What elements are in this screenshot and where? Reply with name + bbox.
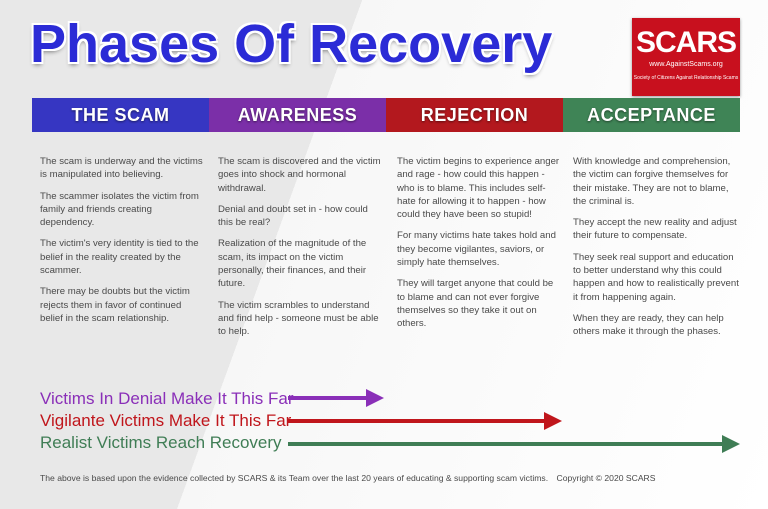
paragraph: They seek real support and education to … <box>573 251 739 303</box>
phase-descriptions: The scam is underway and the victims is … <box>40 155 740 375</box>
journey-label-vigilante: Vigilante Victims Make It This Far <box>40 411 292 430</box>
arrow-shaft <box>288 396 368 400</box>
paragraph: For many victims hate takes hold and the… <box>397 230 556 269</box>
arrow-shaft <box>288 442 724 446</box>
phase-acceptance: ACCEPTANCE <box>563 98 740 132</box>
footer: The above is based upon the evidence col… <box>40 473 656 483</box>
paragraph: The scam is discovered and the victim go… <box>218 156 381 194</box>
paragraph: The victim scrambles to understand and f… <box>218 299 379 338</box>
phase-header-bar: THE SCAM AWARENESS REJECTION ACCEPTANCE <box>32 98 740 132</box>
journey-label-realist: Realist Victims Reach Recovery <box>40 433 282 452</box>
logo-wordmark: SCARS <box>635 26 737 59</box>
logo-url: www.AgainstScams.org <box>649 61 723 68</box>
arrowhead-icon <box>544 412 562 430</box>
paragraph: Realization of the magnitude of the scam… <box>218 238 367 290</box>
arrowhead-icon <box>366 389 384 407</box>
column-the-scam: The scam is underway and the victims is … <box>40 155 206 333</box>
paragraph: With knowledge and comprehension, the vi… <box>573 156 731 207</box>
paragraph: There may be doubts but the victim rejec… <box>40 286 190 324</box>
paragraph: When they are ready, they can help other… <box>573 312 724 338</box>
scars-logo: SCARS www.AgainstScams.org Society of Ci… <box>632 18 740 96</box>
column-rejection: The victim begins to experience anger an… <box>397 155 563 339</box>
paragraph: The scammer isolates the victim from fam… <box>40 190 199 229</box>
phase-rejection: REJECTION <box>386 98 563 132</box>
arrowhead-icon <box>722 435 740 453</box>
paragraph: They accept the new reality and adjust t… <box>573 217 737 242</box>
column-awareness: The scam is discovered and the victim go… <box>218 155 384 347</box>
paragraph: They will target anyone that could be to… <box>397 278 554 330</box>
copyright: Copyright © 2020 SCARS <box>556 473 656 483</box>
footer-note: The above is based upon the evidence col… <box>40 473 549 483</box>
column-acceptance: With knowledge and comprehension, the vi… <box>573 155 739 347</box>
phase-awareness: AWARENESS <box>209 98 386 132</box>
phase-the-scam: THE SCAM <box>32 98 209 132</box>
paragraph: Denial and doubt set in - how could this… <box>218 203 368 229</box>
page-title: Phases Of Recovery <box>30 14 553 74</box>
logo-tagline: Society of Citizens Against Relationship… <box>633 75 739 81</box>
paragraph: The victim's very identity is tied to th… <box>40 238 199 277</box>
arrow-shaft <box>288 419 546 423</box>
paragraph: The victim begins to experience anger an… <box>397 156 560 221</box>
paragraph: The scam is underway and the victims is … <box>40 156 203 181</box>
journey-label-denial: Victims In Denial Make It This Far <box>40 389 294 408</box>
